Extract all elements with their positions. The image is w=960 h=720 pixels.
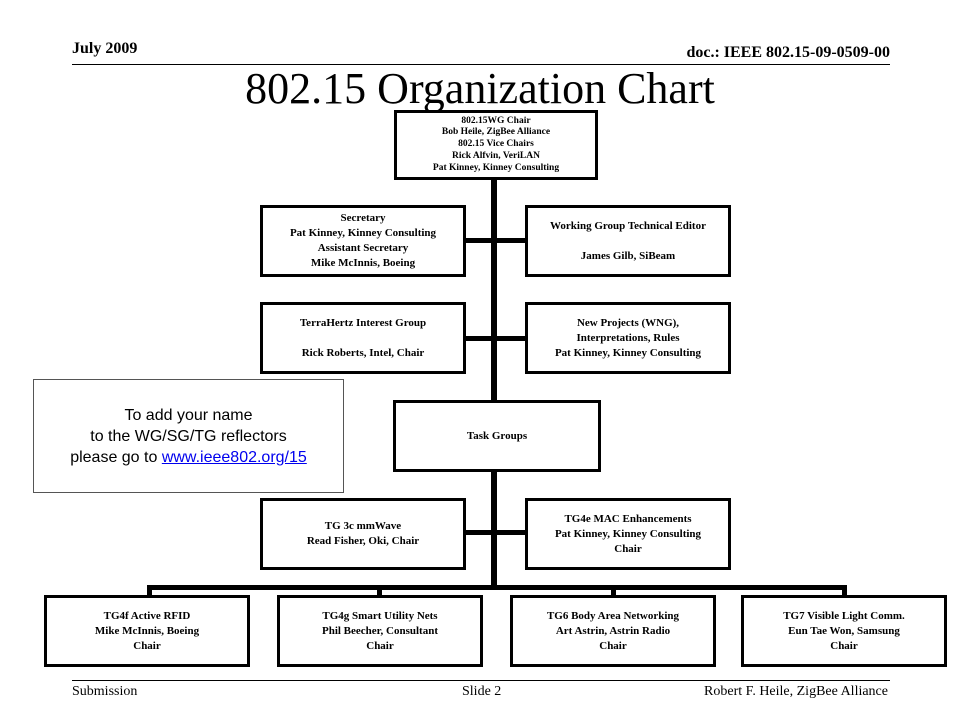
tg6-title: TG6 Body Area Networking xyxy=(546,609,680,622)
tg4f-title: TG4f Active RFID xyxy=(103,609,191,622)
header-date: July 2009 xyxy=(72,40,138,57)
tg4g-title: TG4g Smart Utility Nets xyxy=(322,609,438,622)
footer-rule xyxy=(72,680,890,681)
footer-author: Robert F. Heile, ZigBee Alliance xyxy=(704,684,888,699)
wg-chair-name: Bob Heile, ZigBee Alliance xyxy=(441,127,551,138)
tg4e-chair-name: Pat Kinney, Kinney Consulting xyxy=(554,527,702,540)
drop-tg4f xyxy=(147,585,152,597)
terahertz-group-title: TerraHertz Interest Group xyxy=(299,316,427,329)
assistant-secretary-title: Assistant Secretary xyxy=(317,242,409,254)
secretary-box: Secretary Pat Kinney, Kinney Consulting … xyxy=(260,205,466,277)
footer-submission: Submission xyxy=(72,684,138,699)
secretary-name: Pat Kinney, Kinney Consulting xyxy=(289,227,437,239)
terahertz-group-chair: Rick Roberts, Intel, Chair xyxy=(301,346,425,359)
secretary-title: Secretary xyxy=(340,212,386,224)
note-line-3: please go to www.ieee802.org/15 xyxy=(70,447,307,468)
note-line-1: To add your name xyxy=(124,406,253,424)
technical-editor-title: Working Group Technical Editor xyxy=(550,219,706,232)
tg4e-box: TG4e MAC Enhancements Pat Kinney, Kinney… xyxy=(525,498,731,570)
terahertz-group-box: TerraHertz Interest Group Rick Roberts, … xyxy=(260,302,466,374)
bottom-bus-line xyxy=(147,585,847,590)
note-line-2: to the WG/SG/TG reflectors xyxy=(90,427,287,445)
drop-tg4g xyxy=(377,585,382,597)
branch-thz-wng xyxy=(465,336,527,341)
header-rule xyxy=(72,64,890,65)
tg7-chair-name: Eun Tae Won, Samsung xyxy=(788,624,900,637)
tg4e-title: TG4e MAC Enhancements xyxy=(564,512,692,525)
tg6-box: TG6 Body Area Networking Art Astrin, Ast… xyxy=(510,595,716,667)
tg4g-chair-role: Chair xyxy=(366,639,394,652)
tg4f-box: TG4f Active RFID Mike McInnis, Boeing Ch… xyxy=(44,595,250,667)
tg6-chair-name: Art Astrin, Astrin Radio xyxy=(555,624,671,637)
trunk-line xyxy=(491,178,497,590)
page-title: 802.15 Organization Chart xyxy=(245,64,715,113)
tg7-box: TG7 Visible Light Comm. Eun Tae Won, Sam… xyxy=(741,595,947,667)
wg-chair-box: 802.15WG Chair Bob Heile, ZigBee Allianc… xyxy=(394,110,598,180)
tg4f-chair-name: Mike McInnis, Boeing xyxy=(94,624,200,637)
tg3c-chair: Read Fisher, Oki, Chair xyxy=(306,535,420,547)
wg-chair-title: 802.15WG Chair xyxy=(461,115,531,126)
footer-slide-number: Slide 2 xyxy=(462,684,502,699)
header-doc-id: doc.: IEEE 802.15-09-0509-00 xyxy=(686,44,890,61)
tg4g-chair-name: Phil Beecher, Consultant xyxy=(321,624,438,637)
drop-tg6 xyxy=(611,585,616,597)
drop-tg7 xyxy=(842,585,847,597)
tg4e-chair-role: Chair xyxy=(614,542,642,555)
tg3c-box: TG 3c mmWave Read Fisher, Oki, Chair xyxy=(260,498,466,570)
tg7-title: TG7 Visible Light Comm. xyxy=(783,609,905,622)
vice-chair-name-2: Pat Kinney, Kinney Consulting xyxy=(432,162,560,173)
wng-subtitle: Interpretations, Rules xyxy=(576,331,680,344)
reflector-link[interactable]: www.ieee802.org/15 xyxy=(161,448,307,466)
wng-box: New Projects (WNG), Interpretations, Rul… xyxy=(525,302,731,374)
tg4f-chair-role: Chair xyxy=(133,639,161,652)
technical-editor-box: Working Group Technical Editor James Gil… xyxy=(525,205,731,277)
wng-title: New Projects (WNG), xyxy=(576,316,680,329)
tg3c-title: TG 3c mmWave xyxy=(324,520,402,532)
branch-tg3c-tg4e xyxy=(463,530,527,535)
wng-chair: Pat Kinney, Kinney Consulting xyxy=(554,346,702,359)
note-line-3-prefix: please go to xyxy=(70,448,162,466)
task-groups-box: Task Groups xyxy=(393,400,601,472)
tg4g-box: TG4g Smart Utility Nets Phil Beecher, Co… xyxy=(277,595,483,667)
tg6-chair-role: Chair xyxy=(599,639,627,652)
tg7-chair-role: Chair xyxy=(830,639,858,652)
vice-chairs-title: 802.15 Vice Chairs xyxy=(458,139,534,150)
reflector-note-box: To add your name to the WG/SG/TG reflect… xyxy=(33,379,344,493)
technical-editor-name: James Gilb, SiBeam xyxy=(580,249,676,262)
branch-secretary-editor xyxy=(463,238,527,243)
vice-chair-name-1: Rick Alfvin, VeriLAN xyxy=(452,150,540,161)
assistant-secretary-name: Mike McInnis, Boeing xyxy=(310,257,416,269)
task-groups-label: Task Groups xyxy=(466,429,528,442)
